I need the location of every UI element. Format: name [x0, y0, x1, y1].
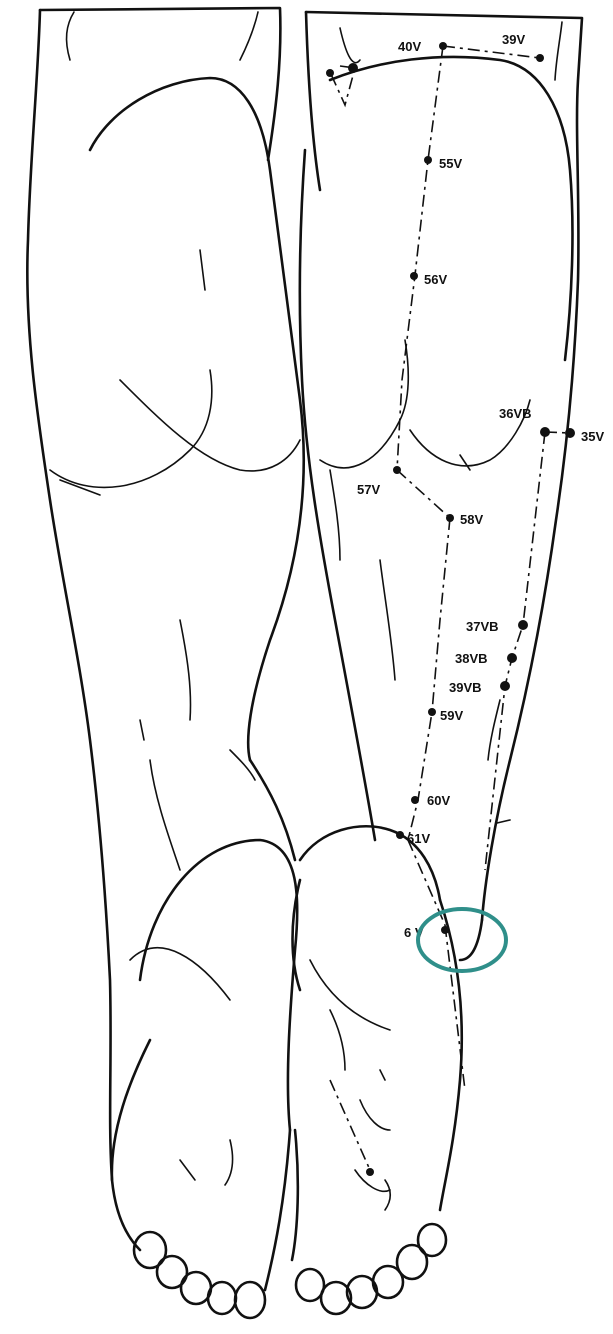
label-35v: 35V	[581, 429, 604, 444]
acupoint-sole-dot	[366, 1168, 374, 1176]
acupoint-55v-dot	[424, 156, 432, 164]
label-55v: 55V	[439, 156, 462, 171]
label-61v: 61V	[407, 831, 430, 846]
label-60v: 60V	[427, 793, 450, 808]
acupoint-62v-dot	[441, 926, 449, 934]
acupoint-60v-dot	[411, 796, 419, 804]
acupoint-38vb-dot	[507, 653, 517, 663]
label-38vb: 38VB	[455, 651, 488, 666]
highlight-circle	[418, 909, 506, 971]
label-57v: 57V	[357, 482, 380, 497]
acupoint-39vb-dot	[500, 681, 510, 691]
label-58v: 58V	[460, 512, 483, 527]
label-39v: 39V	[502, 32, 525, 47]
acupoint-59v-dot	[428, 708, 436, 716]
label-39vb: 39VB	[449, 680, 482, 695]
acupoint-40v-dot	[439, 42, 447, 50]
label-40v: 40V	[398, 39, 421, 54]
acupoint-56v-dot	[410, 272, 418, 280]
acupoint-58v-dot	[446, 514, 454, 522]
acupoint-35v-dot	[565, 428, 575, 438]
acupoint-labels: 40V 39V 55V 56V 36VB 35V 57V 58V 37VB 38…	[357, 32, 604, 940]
acupoint-side-dot	[348, 63, 358, 73]
acupoint-39v-dot	[536, 54, 544, 62]
meridian-lines	[330, 46, 570, 1170]
label-36vb: 36VB	[499, 406, 532, 421]
label-56v: 56V	[424, 272, 447, 287]
acupoint-57v-dot	[393, 466, 401, 474]
acupoint-61v-dot	[396, 831, 404, 839]
right-leg-outline	[292, 12, 582, 1314]
acupoint-markers	[326, 42, 575, 1176]
acupoint-36vb-dot	[540, 427, 550, 437]
label-59v: 59V	[440, 708, 463, 723]
acupoint-side-dot	[326, 69, 334, 77]
acupoint-37vb-dot	[518, 620, 528, 630]
left-leg-outline	[27, 8, 303, 1318]
label-37vb: 37VB	[466, 619, 499, 634]
